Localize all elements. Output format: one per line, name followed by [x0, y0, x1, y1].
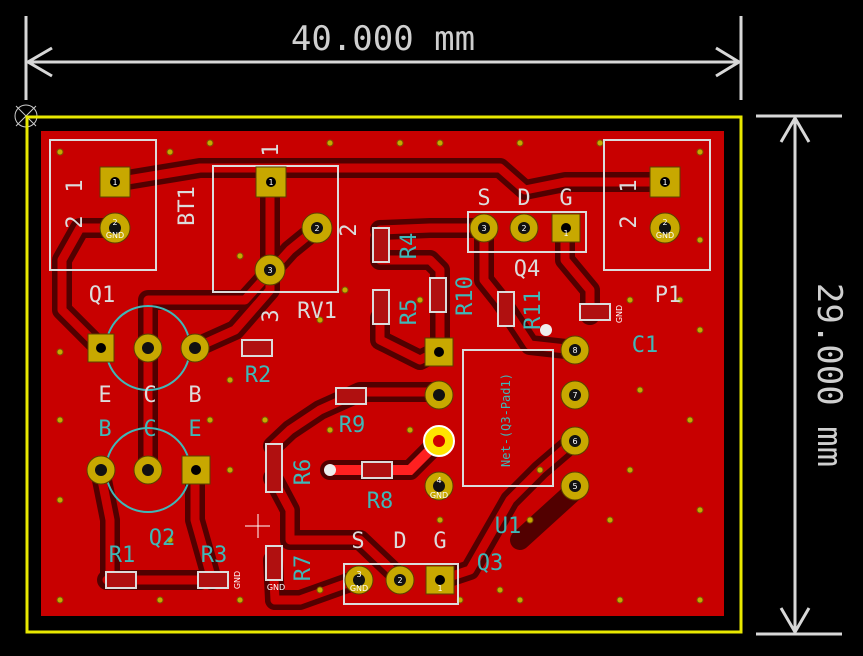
r3-footprint [197, 571, 229, 589]
svg-text:1: 1 [112, 178, 117, 187]
svg-text:1: 1 [617, 179, 642, 192]
svg-text:Q4: Q4 [514, 257, 541, 282]
reference-labels: Q1 Q2 Q3 Q4 BT1 RV1 P1 R1 R3 R2 R9 R8 R4… [89, 186, 682, 581]
svg-text:R4: R4 [397, 233, 422, 260]
svg-text:P1: P1 [655, 283, 682, 308]
svg-text:R8: R8 [367, 489, 394, 514]
svg-text:G: G [559, 186, 572, 211]
silkscreen-outlines [49, 139, 711, 605]
svg-text:S: S [351, 529, 364, 554]
svg-text:1: 1 [662, 178, 667, 187]
height-dimension-label: 29.000 mm [809, 283, 849, 467]
svg-text:R11: R11 [521, 290, 546, 330]
svg-text:3: 3 [267, 266, 272, 275]
r5-footprint [372, 289, 390, 325]
smd-resistors[interactable] [105, 227, 611, 589]
svg-text:8: 8 [572, 346, 577, 355]
svg-text:2: 2 [397, 576, 402, 585]
r2-footprint [241, 339, 273, 357]
svg-text:2: 2 [662, 218, 667, 227]
svg-text:1: 1 [259, 143, 284, 156]
svg-text:R5: R5 [397, 299, 422, 326]
c1-footprint [579, 303, 611, 321]
svg-text:5: 5 [572, 482, 577, 491]
width-dimension [24, 16, 743, 100]
svg-text:U1: U1 [495, 514, 522, 539]
svg-text:GND: GND [430, 491, 448, 500]
svg-text:1: 1 [563, 229, 568, 238]
svg-text:1: 1 [63, 179, 88, 192]
svg-text:GND: GND [350, 584, 368, 593]
board-edge [25, 115, 743, 634]
svg-text:3: 3 [481, 224, 486, 233]
net-label: Net-(Q3-Pad1) [499, 373, 513, 467]
svg-text:C1: C1 [632, 333, 659, 358]
svg-text:7: 7 [572, 391, 577, 400]
svg-text:G: G [433, 529, 446, 554]
svg-text:2: 2 [337, 223, 362, 236]
r6-footprint [265, 443, 283, 493]
svg-text:GND: GND [656, 231, 674, 240]
r10-footprint [429, 277, 447, 313]
cursor-crosshair [245, 514, 270, 538]
q3-pad-g [425, 565, 455, 595]
svg-text:4: 4 [436, 476, 441, 485]
svg-text:C: C [143, 417, 156, 442]
svg-text:6: 6 [572, 437, 577, 446]
silk-texts: 2 1 2 1 1 2 3 E C B B C E S D G S D G [63, 143, 642, 554]
svg-text:2: 2 [521, 224, 526, 233]
svg-text:2: 2 [63, 215, 88, 228]
svg-text:2: 2 [112, 218, 117, 227]
svg-text:BT1: BT1 [175, 186, 200, 226]
svg-text:D: D [517, 186, 530, 211]
height-dimension [756, 114, 842, 636]
pad-numbers: 1 2 GND 1 2 GND 1 2 3 3 2 1 3 GND 2 1 4 … [106, 178, 674, 593]
svg-text:S: S [477, 186, 490, 211]
svg-text:2: 2 [314, 224, 319, 233]
r9-footprint [335, 387, 367, 405]
svg-text:1: 1 [437, 584, 442, 593]
r1-footprint [105, 571, 137, 589]
svg-text:R7: R7 [291, 555, 316, 582]
svg-text:E: E [98, 383, 111, 408]
svg-text:R3: R3 [201, 543, 228, 568]
rv1-pad-1 [255, 166, 287, 198]
svg-text:Q1: Q1 [89, 283, 116, 308]
svg-text:R6: R6 [291, 459, 316, 486]
svg-text:D: D [393, 529, 406, 554]
svg-text:Q3: Q3 [477, 551, 504, 576]
svg-text:R9: R9 [339, 413, 366, 438]
stitching-vias [56, 139, 704, 604]
svg-text:C: C [143, 383, 156, 408]
svg-text:2: 2 [617, 215, 642, 228]
r8-footprint [361, 461, 393, 479]
svg-text:R1: R1 [109, 543, 136, 568]
svg-text:3: 3 [356, 570, 361, 579]
svg-text:RV1: RV1 [297, 299, 337, 324]
svg-text:3: 3 [259, 309, 284, 322]
svg-text:GND: GND [615, 305, 624, 323]
svg-text:GND: GND [267, 583, 285, 592]
svg-text:1: 1 [268, 178, 273, 187]
r7-footprint [265, 545, 283, 581]
svg-text:R2: R2 [245, 363, 272, 388]
r4-footprint [372, 227, 390, 263]
svg-text:GND: GND [233, 571, 242, 589]
svg-text:GND: GND [106, 231, 124, 240]
svg-text:R10: R10 [453, 276, 478, 316]
width-dimension-label: 40.000 mm [291, 19, 475, 59]
svg-text:Q2: Q2 [149, 526, 176, 551]
r11-footprint [497, 291, 515, 327]
svg-text:B: B [188, 383, 201, 408]
tht-pads[interactable] [86, 166, 681, 595]
svg-text:B: B [98, 417, 111, 442]
svg-text:E: E [188, 417, 201, 442]
